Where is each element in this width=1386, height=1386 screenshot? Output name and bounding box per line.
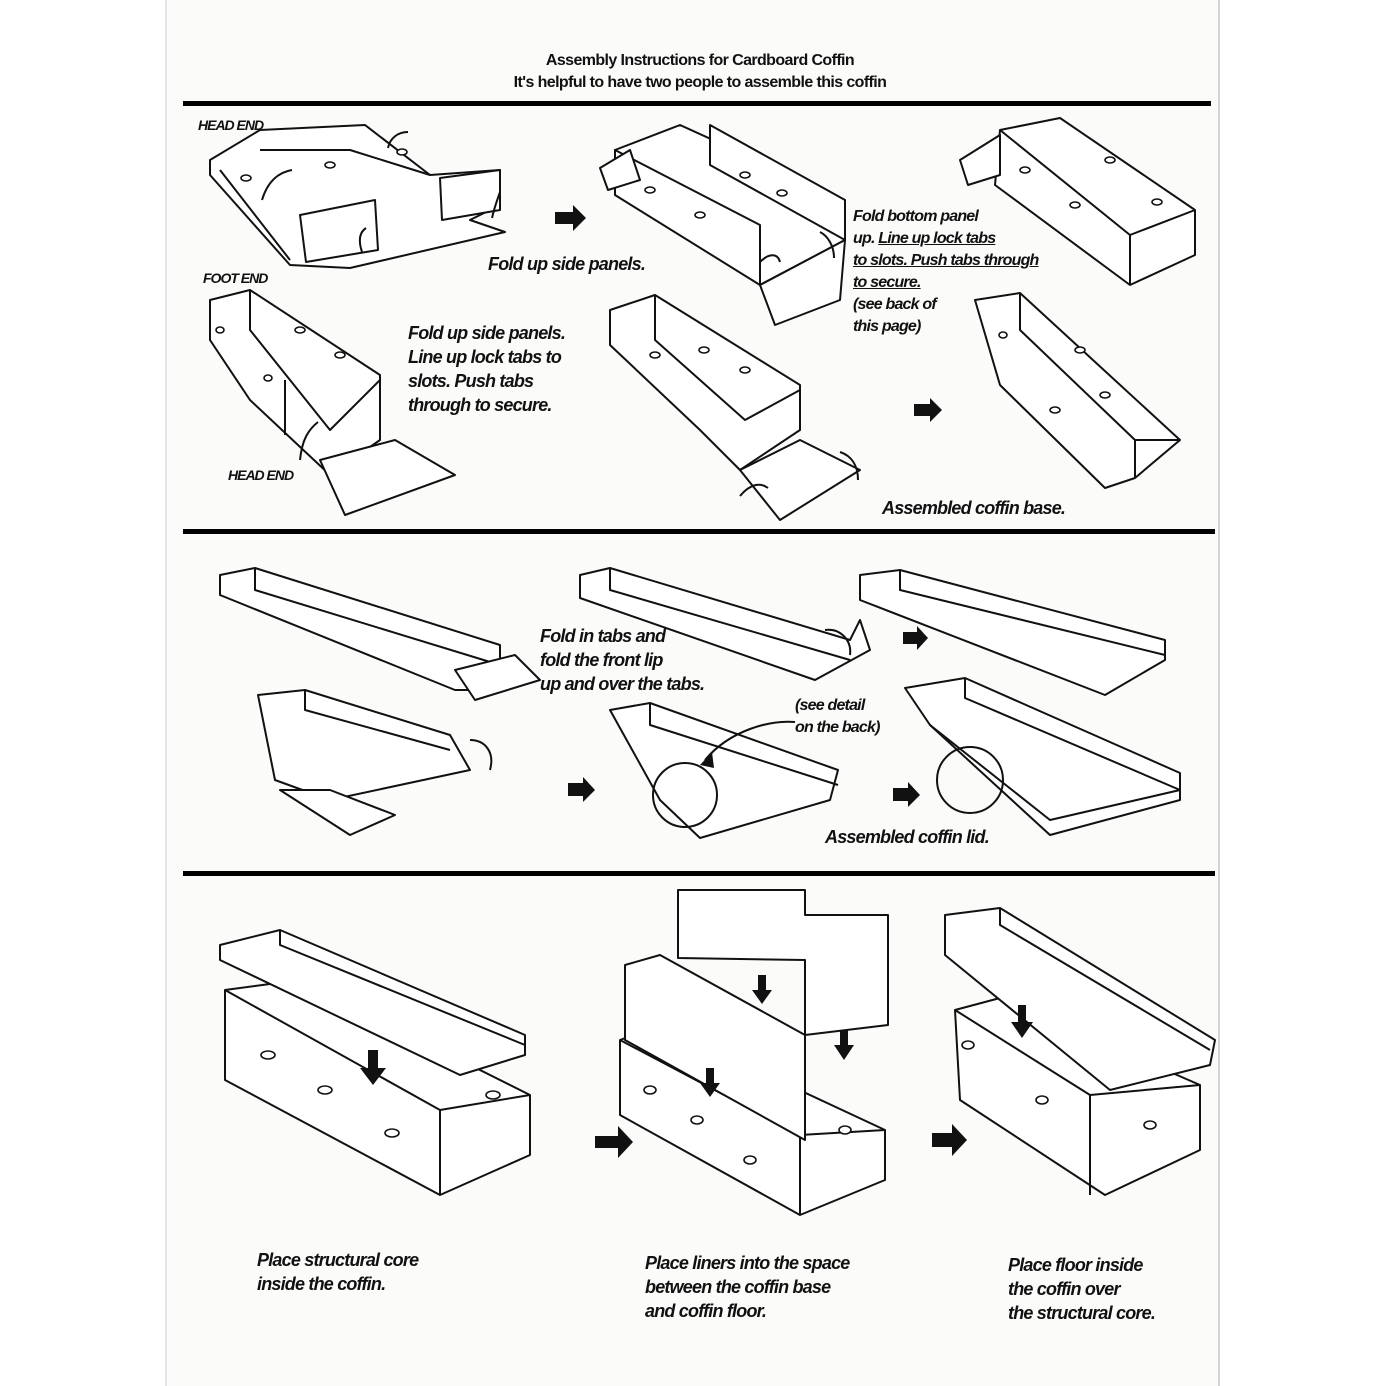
lid-flat-foot: [257, 689, 493, 836]
fold-tabs-line2: fold the front lip: [540, 650, 663, 670]
divider-lid-final: [183, 871, 1215, 876]
coffin-with-liners: [619, 889, 889, 1216]
fold-bottom-line2: up. Line up lock tabs: [853, 228, 1039, 250]
sheet-right-edge: [1218, 0, 1220, 1386]
page-subtitle: It's helpful to have two people to assem…: [513, 74, 887, 91]
assembled-lid: [904, 677, 1181, 836]
divider-base-lid: [183, 529, 1215, 534]
step3-line1: Place floor inside: [1008, 1255, 1143, 1275]
see-detail-note: (see detail on the back): [795, 695, 880, 739]
foot-end-instruction: Fold up side panels. Line up lock tabs t…: [408, 321, 566, 417]
foot-end-mid: [609, 294, 861, 521]
assembled-base-box: [974, 292, 1181, 489]
header: Assembly Instructions for Cardboard Coff…: [400, 50, 1000, 94]
lid-folding-foot: [609, 702, 839, 839]
step-arrow-2: [914, 398, 942, 422]
fold-tabs-line3: up and over the tabs.: [540, 674, 705, 694]
head-end-folding-sides: [599, 124, 846, 326]
page-title: Assembly Instructions for Cardboard Coff…: [545, 52, 855, 69]
foot-end-label: FOOT END: [203, 270, 268, 286]
step2-line1: Place liners into the space: [645, 1253, 850, 1273]
sheet-left-edge: [165, 0, 167, 1386]
fold-bottom-line3: to slots. Push tabs through: [853, 252, 1039, 269]
fold-tabs-line1: Fold in tabs and: [540, 626, 666, 646]
fold-bottom-instruction: Fold bottom panel up. Line up lock tabs …: [853, 206, 1039, 338]
see-back-line1: (see back of: [853, 296, 937, 313]
foot-instr-line2: Line up lock tabs to: [408, 347, 562, 367]
step-structural-core: Place structural core inside the coffin.: [257, 1248, 419, 1296]
step-floor: Place floor inside the coffin over the s…: [1008, 1253, 1156, 1325]
step-arrow-1: [555, 205, 586, 231]
assembled-lid-caption: Assembled coffin lid.: [825, 827, 990, 847]
lid-folding-head: [579, 567, 871, 681]
lid-head-done: [859, 569, 1166, 696]
fold-bottom-line2-underlined: Line up lock tabs: [878, 230, 996, 247]
step2-line2: between the coffin base: [645, 1277, 831, 1297]
foot-instr-line1: Fold up side panels.: [408, 323, 566, 343]
fold-tabs-instruction: Fold in tabs and fold the front lip up a…: [540, 624, 705, 696]
divider-top: [183, 101, 1211, 106]
head-end-label-2: HEAD END: [228, 467, 294, 483]
step-arrow-7: [932, 1124, 967, 1156]
fold-side-panels-caption: Fold up side panels.: [488, 254, 646, 274]
foot-end-folding: [209, 289, 456, 516]
see-back-line2: this page): [853, 318, 921, 335]
see-detail-line2: on the back): [795, 719, 880, 736]
head-end-label: HEAD END: [198, 117, 264, 133]
step3-line2: the coffin over: [1008, 1279, 1121, 1299]
step-arrow-4: [568, 777, 595, 802]
step-liners: Place liners into the space between the …: [645, 1251, 850, 1323]
step3-line3: the structural core.: [1008, 1303, 1156, 1323]
step-arrow-3: [903, 626, 928, 650]
foot-instr-line3: slots. Push tabs: [408, 371, 534, 391]
fold-bottom-line4: to secure.: [853, 274, 921, 291]
fold-bottom-line2-plain: up.: [853, 230, 875, 247]
see-detail-line1: (see detail: [795, 697, 865, 714]
step1-line1: Place structural core: [257, 1250, 419, 1270]
step1-line2: inside the coffin.: [257, 1274, 386, 1294]
head-end-box: [959, 117, 1196, 286]
coffin-with-core: [219, 929, 531, 1196]
lid-flat-head: [219, 567, 541, 701]
step2-line3: and coffin floor.: [645, 1301, 767, 1321]
fold-bottom-line1: Fold bottom panel: [853, 208, 979, 225]
step-arrow-6: [595, 1126, 633, 1158]
coffin-with-floor: [944, 907, 1216, 1196]
foot-instr-line4: through to secure.: [408, 395, 552, 415]
step-arrow-5: [893, 782, 920, 807]
assembled-base-caption: Assembled coffin base.: [882, 498, 1066, 518]
head-end-flat-blank: [209, 124, 506, 269]
